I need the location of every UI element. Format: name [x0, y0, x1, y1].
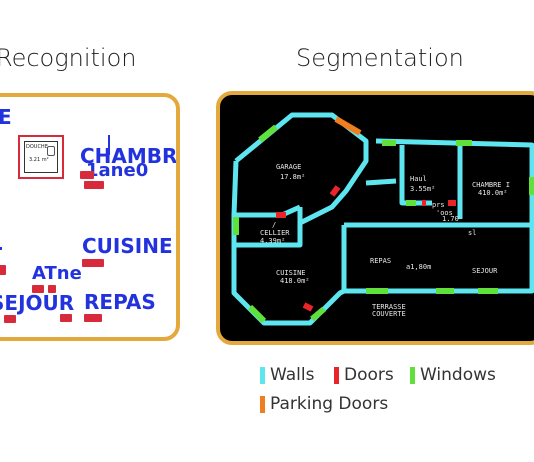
plan-label-hall: Haul [410, 175, 427, 183]
plan-label-misc: prs [432, 201, 445, 209]
plan-label-repas-dim: a1,80m [406, 263, 432, 271]
plan-label-cellier-area: 4.39m² [260, 237, 286, 245]
legend-item-parking-doors: Parking Doors [260, 394, 388, 414]
recognition-stroke [108, 135, 110, 155]
wall-outline [234, 223, 303, 248]
plan-label-cuisine-area: 418.0m² [280, 277, 310, 285]
plan-label-chambre-area: 410.0m² [478, 189, 508, 197]
douche-box: DOUCHE 3.21 m² [18, 135, 64, 179]
plan-label-chambre: CHAMBRE I [472, 181, 510, 189]
wall-outline [234, 112, 369, 226]
plan-label-cellier: CELLIER [260, 229, 290, 237]
recognition-tag [48, 285, 56, 293]
recognition-label-e: E [0, 105, 12, 129]
segmentation-panel: GARAGE 17.8m² Haul 3.55m² CHAMBRE I 410.… [216, 91, 534, 345]
legend-item-doors: Doors [334, 365, 394, 385]
recognition-label-1ane0: 1ane0 [86, 160, 149, 181]
recognition-panel: E DOUCHE 3.21 m² CHAMBRE 1ane0 CUISINE A… [0, 93, 180, 341]
floorplan-segmentation [231, 112, 534, 326]
douche-title: DOUCHE [26, 144, 48, 150]
wall-outline [365, 178, 397, 186]
legend-label: Doors [344, 365, 394, 385]
plan-label-terrasse: TERRASSE [372, 303, 406, 311]
recognition-label-atne: ATne [32, 263, 82, 284]
wall-outline [399, 145, 432, 206]
plan-label-sl: sl [468, 229, 477, 237]
recognition-label-chambre: CHAMBRE [80, 144, 180, 168]
plan-label-garage: GARAGE [276, 163, 302, 171]
parking-door [334, 116, 362, 136]
legend-label: Parking Doors [270, 394, 389, 414]
plan-label-repas: REPAS [370, 257, 392, 265]
plan-label-cellier-mark: / [272, 221, 277, 229]
plan-label-garage-area: 17.8m² [280, 173, 306, 181]
plan-label-sejour: SEJOUR [472, 267, 498, 275]
legend-swatch [260, 395, 265, 413]
door [302, 302, 314, 312]
recognition-tag [84, 314, 102, 322]
wall-outline [236, 204, 302, 218]
recognition-label-repas: REPAS [84, 290, 156, 314]
recognition-tag [4, 315, 16, 323]
plan-label-misc: 1.70 [442, 215, 459, 223]
legend-label: Walls [270, 365, 315, 385]
legend-item-walls: Walls [260, 365, 314, 385]
legend-swatch [260, 366, 265, 384]
plan-label-misc: 'oos [436, 209, 453, 217]
recognition-tag [80, 171, 94, 179]
recognition-title: Recognition [0, 44, 137, 72]
plan-label-hall-area: 3.55m² [410, 185, 436, 193]
plan-label-couverte: COUVERTE [372, 310, 406, 318]
window [310, 306, 326, 322]
recognition-tag [32, 285, 44, 293]
legend-item-windows: Windows [410, 365, 496, 385]
door [329, 185, 341, 197]
shower-icon [47, 146, 55, 156]
recognition-tag [0, 265, 6, 275]
recognition-stroke [0, 247, 2, 250]
recognition-tag [60, 314, 72, 322]
recognition-label-cuisine: CUISINE [82, 234, 173, 258]
douche-area: 3.21 m² [29, 157, 49, 163]
window [247, 304, 267, 324]
legend-swatch [334, 366, 339, 384]
window [258, 124, 278, 143]
segmentation-title: Segmentation [296, 44, 464, 72]
plan-label-cuisine: CUISINE [276, 269, 306, 277]
legend-label: Windows [420, 365, 496, 385]
recognition-tag [82, 259, 104, 267]
wall-outline [231, 138, 534, 326]
legend-swatch [410, 366, 415, 384]
recognition-label-sejour: SEJOUR [0, 291, 75, 315]
recognition-tag [84, 181, 104, 189]
